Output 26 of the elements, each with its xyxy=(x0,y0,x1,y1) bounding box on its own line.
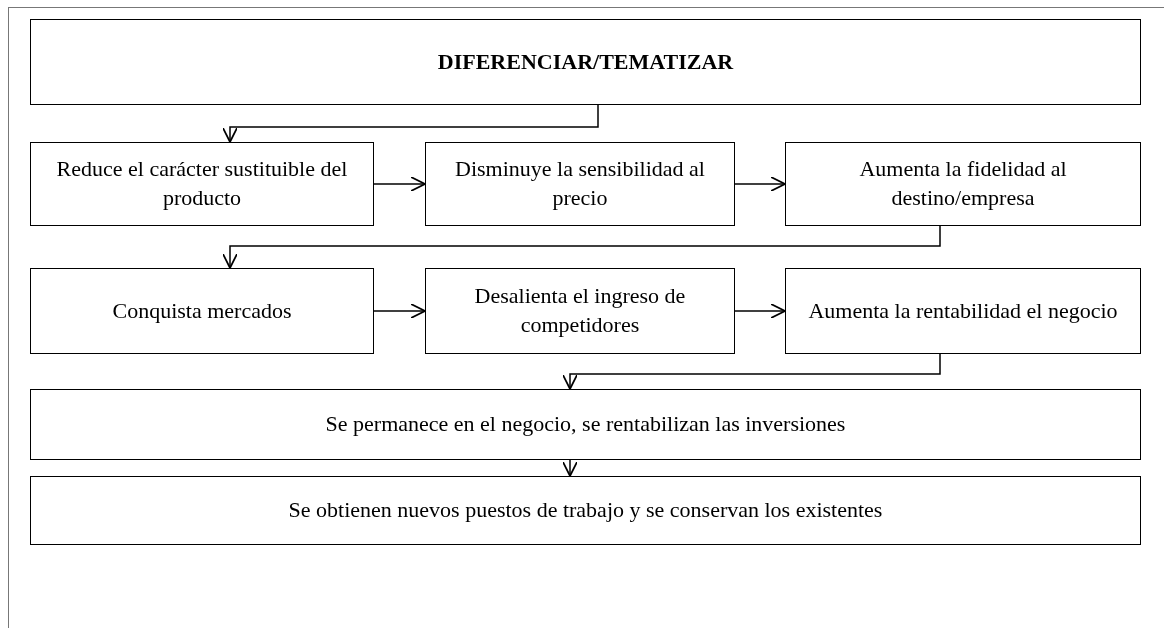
box-text: Disminuye la sensibilidad al precio xyxy=(454,155,706,212)
process-box xyxy=(425,268,735,354)
arrow xyxy=(734,303,786,319)
box-text: Desalienta el ingreso de competidores xyxy=(473,282,687,339)
arrow xyxy=(734,176,786,192)
box-text: Se obtienen nuevos puestos de trabajo y se conservan los existentes xyxy=(288,496,883,525)
process-box xyxy=(30,268,374,354)
arrow xyxy=(222,225,941,269)
process-box xyxy=(30,142,374,226)
arrow xyxy=(222,104,599,143)
process-box xyxy=(785,268,1141,354)
process-box xyxy=(425,142,735,226)
box-text: Aumenta la fidelidad al destino/empresa xyxy=(858,155,1068,212)
process-box xyxy=(785,142,1141,226)
arrow xyxy=(373,303,426,319)
process-box xyxy=(30,389,1141,460)
box-text: Se permanece en el negocio, se rentabilizan las inversiones xyxy=(325,410,846,439)
box-text: Conquista mercados xyxy=(112,296,292,325)
process-box xyxy=(30,476,1141,545)
arrow xyxy=(562,353,941,390)
arrow xyxy=(562,459,578,477)
box-text: Aumenta la rentabilidad el negocio xyxy=(808,296,1118,325)
arrow xyxy=(373,176,426,192)
box-text: DIFERENCIAR/TEMATIZAR xyxy=(437,47,734,76)
process-box xyxy=(30,19,1141,105)
box-text: Reduce el carácter sustituible del producto xyxy=(55,155,349,212)
